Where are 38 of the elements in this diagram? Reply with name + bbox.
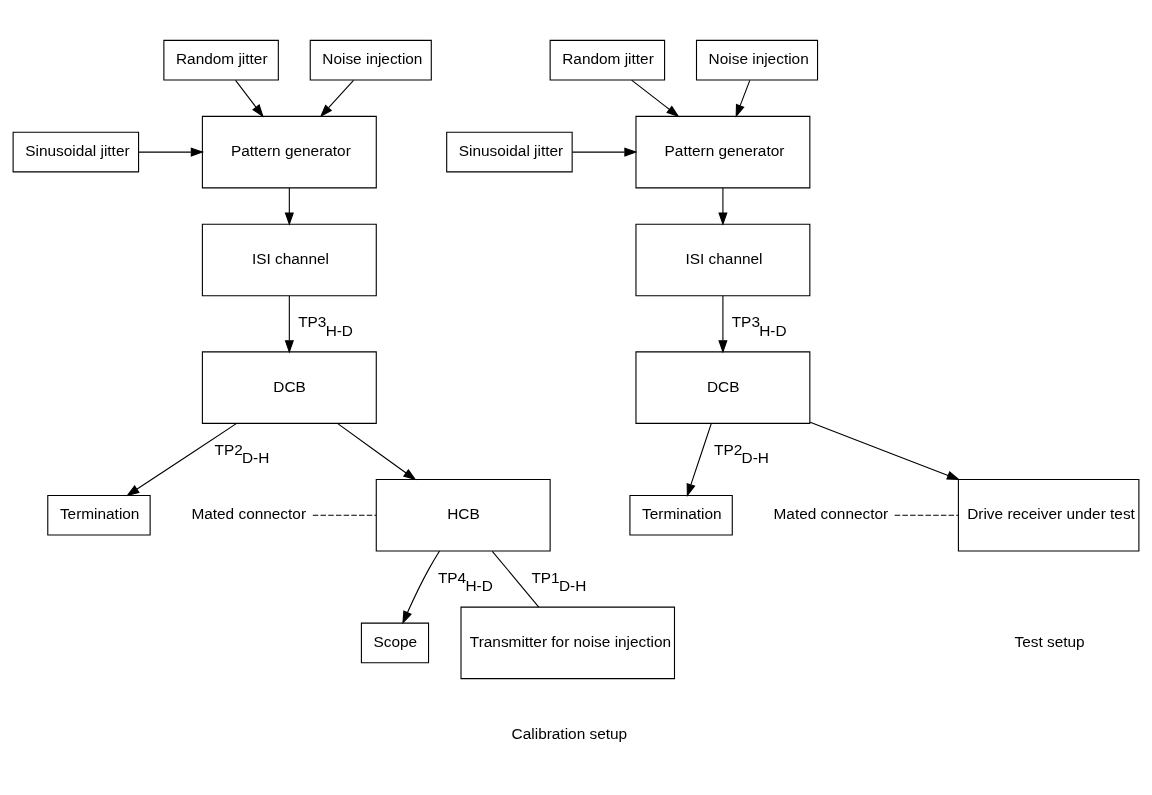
- node-box: Termination: [629, 494, 733, 536]
- arrow: [337, 423, 417, 481]
- node-box: Sinusoidal jitter: [12, 131, 140, 173]
- label: Test setup: [1014, 632, 1085, 650]
- node-box: Drive receiver under test: [957, 478, 1140, 552]
- arrow: [284, 295, 294, 354]
- node-box: Noise injection: [695, 39, 819, 81]
- label: Calibration setup: [511, 724, 628, 742]
- arrow: [718, 295, 728, 354]
- node-box: DCB: [201, 351, 377, 424]
- node-box: Termination: [47, 494, 151, 536]
- arrow: [284, 187, 294, 226]
- node-box: Random jitter: [163, 39, 279, 81]
- node-box: DCB: [635, 351, 811, 424]
- connector: [491, 550, 540, 608]
- node-box: Sinusoidal jitter: [446, 131, 573, 173]
- node-box: Transmitter for noise injection: [460, 606, 676, 680]
- arrow: [631, 79, 680, 118]
- node-box: Random jitter: [549, 39, 666, 81]
- arrow: [718, 187, 728, 226]
- label: Mated connector: [773, 505, 889, 523]
- arrow: [235, 79, 264, 118]
- node-box: Scope: [360, 622, 430, 664]
- arrow: [402, 550, 441, 625]
- arrow: [686, 423, 712, 497]
- node-box: HCB: [375, 478, 551, 552]
- arrow: [571, 147, 638, 157]
- node-box: Pattern generator: [201, 115, 377, 189]
- arrow: [735, 79, 751, 118]
- node-box: ISI channel: [201, 223, 377, 297]
- label: Mated connector: [191, 505, 307, 523]
- arrow: [126, 423, 237, 497]
- arrow: [319, 79, 355, 118]
- node-box: Noise injection: [309, 39, 432, 81]
- arrow: [809, 421, 961, 481]
- arrow: [138, 147, 204, 157]
- node-box: Pattern generator: [635, 115, 811, 189]
- node-box: ISI channel: [635, 223, 811, 297]
